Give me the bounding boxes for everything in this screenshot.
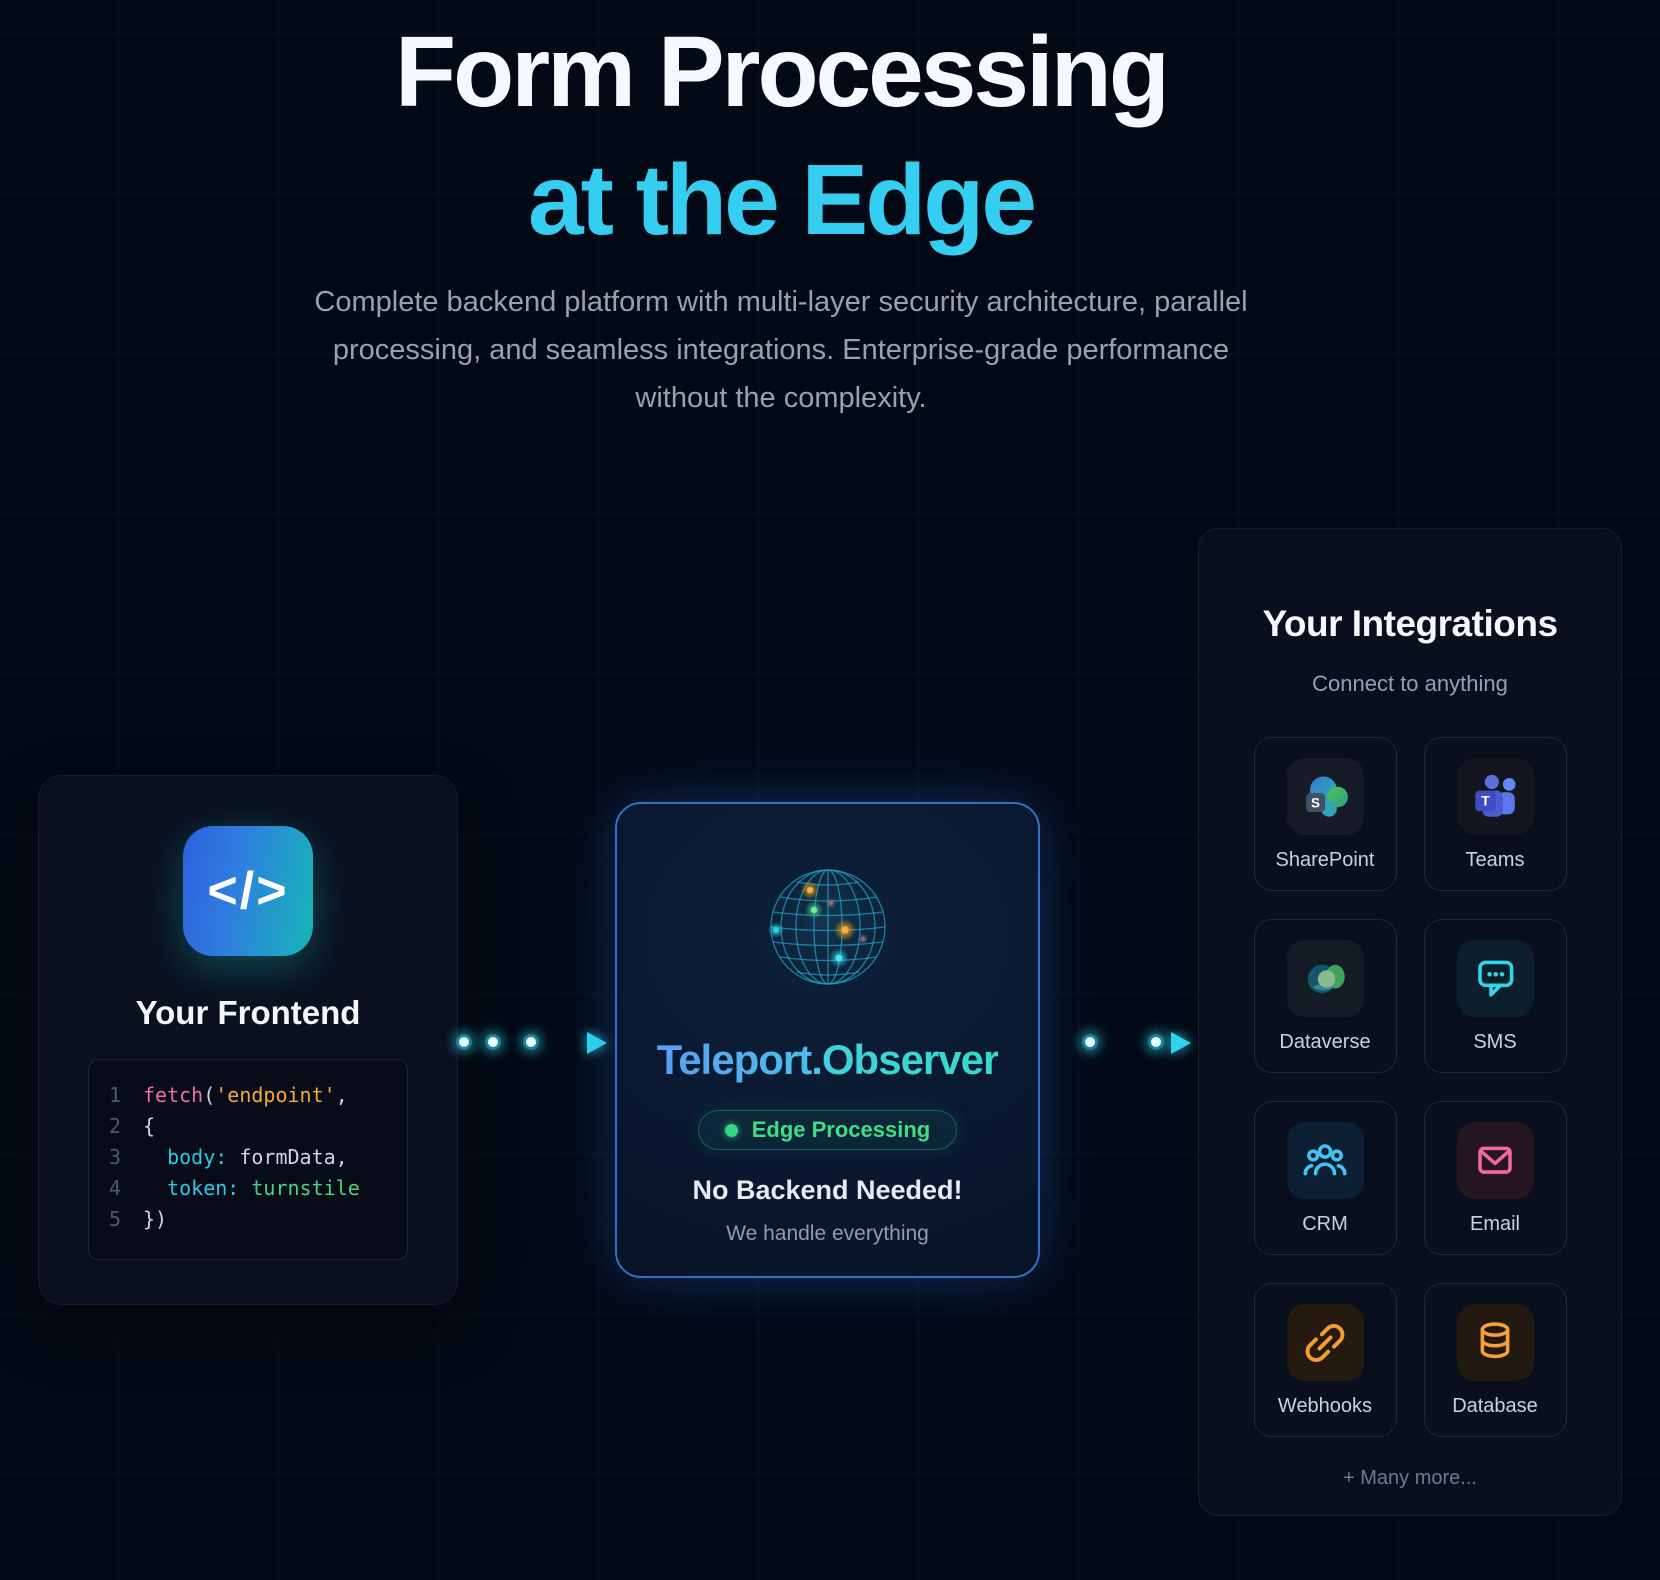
- integrations-subtitle: Connect to anything: [1312, 671, 1508, 696]
- crm-icon: [1303, 1143, 1347, 1175]
- code-line-5: 5}): [105, 1204, 391, 1235]
- sharepoint-letter: S: [1311, 795, 1320, 810]
- code-token: token:: [143, 1176, 240, 1200]
- dataverse-icon: [1307, 964, 1345, 993]
- code-token: (: [203, 1083, 216, 1107]
- line-number: 4: [108, 1176, 121, 1200]
- edge-processing-badge: Edge Processing: [697, 1110, 958, 1150]
- subtitle-line: without the complexity.: [635, 382, 927, 414]
- code-token: }): [143, 1207, 168, 1231]
- teams-letter: T: [1481, 793, 1490, 809]
- integration-label: CRM: [1302, 1213, 1348, 1235]
- code-token: formData,: [227, 1145, 348, 1169]
- glow-dot: [459, 1037, 469, 1047]
- integrations-panel: Your Integrations Connect to anything S …: [1198, 528, 1622, 1516]
- glow-dot: [1151, 1037, 1161, 1047]
- subtitle-line: processing, and seamless integrations. E…: [332, 334, 1230, 366]
- globe-activity-dots: [767, 881, 869, 968]
- webhooks-icon: [1305, 1323, 1345, 1362]
- processor-card: Teleport.Observer Edge Processing No Bac…: [615, 802, 1040, 1278]
- frontend-card-title: Your Frontend: [135, 994, 361, 1031]
- code-line-4: 4 token: turnstile: [105, 1173, 391, 1204]
- code-line-1: 1 fetch('endpoint',: [105, 1080, 391, 1111]
- code-token: turnstile: [239, 1176, 360, 1200]
- integration-tile-database: Database: [1423, 1283, 1567, 1437]
- database-icon: [1480, 1321, 1510, 1358]
- sms-icon: [1478, 960, 1514, 997]
- hero-header: Form Processing at the Edge Complete bac…: [0, 0, 1562, 422]
- sharepoint-icon: S: [1306, 775, 1348, 817]
- many-more-text: + Many more...: [1343, 1467, 1477, 1489]
- integration-tile-dataverse: Dataverse: [1253, 919, 1397, 1073]
- hero-subtitle: Complete backend platform with multi-lay…: [0, 278, 1562, 422]
- integration-label: Dataverse: [1279, 1031, 1371, 1053]
- integration-label: Database: [1452, 1395, 1538, 1417]
- processor-title-teleport: Teleport.: [656, 1036, 823, 1083]
- glow-dot: [488, 1037, 498, 1047]
- code-token: fetch: [143, 1083, 204, 1107]
- processor-headline: No Backend Needed!: [692, 1175, 963, 1205]
- integrations-title: Your Integrations: [1262, 603, 1558, 644]
- email-icon: [1478, 1146, 1512, 1174]
- line-number: 2: [108, 1114, 121, 1138]
- glow-dot: [526, 1037, 536, 1047]
- code-token: body:: [143, 1145, 228, 1169]
- integration-tile-sharepoint: S SharePoint: [1253, 737, 1397, 891]
- teams-icon: T: [1475, 774, 1516, 817]
- integration-label: Teams: [1465, 849, 1525, 871]
- code-line-3: 3 body: formData,: [105, 1142, 391, 1173]
- status-dot-icon: [724, 1123, 738, 1137]
- line-number: 1: [108, 1083, 121, 1107]
- integration-label: Webhooks: [1277, 1395, 1373, 1417]
- integration-label: SharePoint: [1275, 849, 1375, 871]
- code-token: ,: [335, 1083, 348, 1107]
- code-token: {: [143, 1114, 156, 1138]
- globe-icon: [767, 869, 886, 985]
- play-arrow-icon: [587, 1032, 607, 1054]
- flow-connector-right: [1085, 1030, 1197, 1054]
- glow-dot: [1085, 1037, 1095, 1047]
- integration-tile-crm: CRM: [1253, 1101, 1397, 1255]
- page-title-line2: at the Edge: [528, 144, 1037, 256]
- line-number: 3: [108, 1145, 121, 1169]
- code-line-2: 2{: [105, 1111, 391, 1142]
- processor-title-observer: Observer: [821, 1036, 999, 1083]
- badge-label: Edge Processing: [751, 1117, 931, 1142]
- code-token: 'endpoint': [215, 1083, 336, 1107]
- integration-tile-teams: T Teams: [1423, 737, 1567, 891]
- code-icon: </>: [183, 826, 313, 956]
- integration-label: SMS: [1473, 1031, 1517, 1053]
- play-arrow-icon: [1171, 1032, 1191, 1054]
- integration-tile-email: Email: [1423, 1101, 1567, 1255]
- page-title-line1: Form Processing: [395, 16, 1170, 128]
- integration-tile-sms: SMS: [1423, 919, 1567, 1073]
- integration-tile-webhooks: Webhooks: [1253, 1283, 1397, 1437]
- integration-label: Email: [1469, 1213, 1520, 1235]
- processor-subtext: We handle everything: [726, 1222, 929, 1245]
- code-icon-glyph: </>: [207, 862, 289, 920]
- flow-connector-left: [459, 1030, 619, 1054]
- processor-title: Teleport.Observer: [617, 1036, 1038, 1084]
- integrations-grid: S SharePoint T Teams: [1199, 737, 1621, 1437]
- subtitle-line: Complete backend platform with multi-lay…: [314, 286, 1248, 318]
- line-number: 5: [108, 1207, 121, 1231]
